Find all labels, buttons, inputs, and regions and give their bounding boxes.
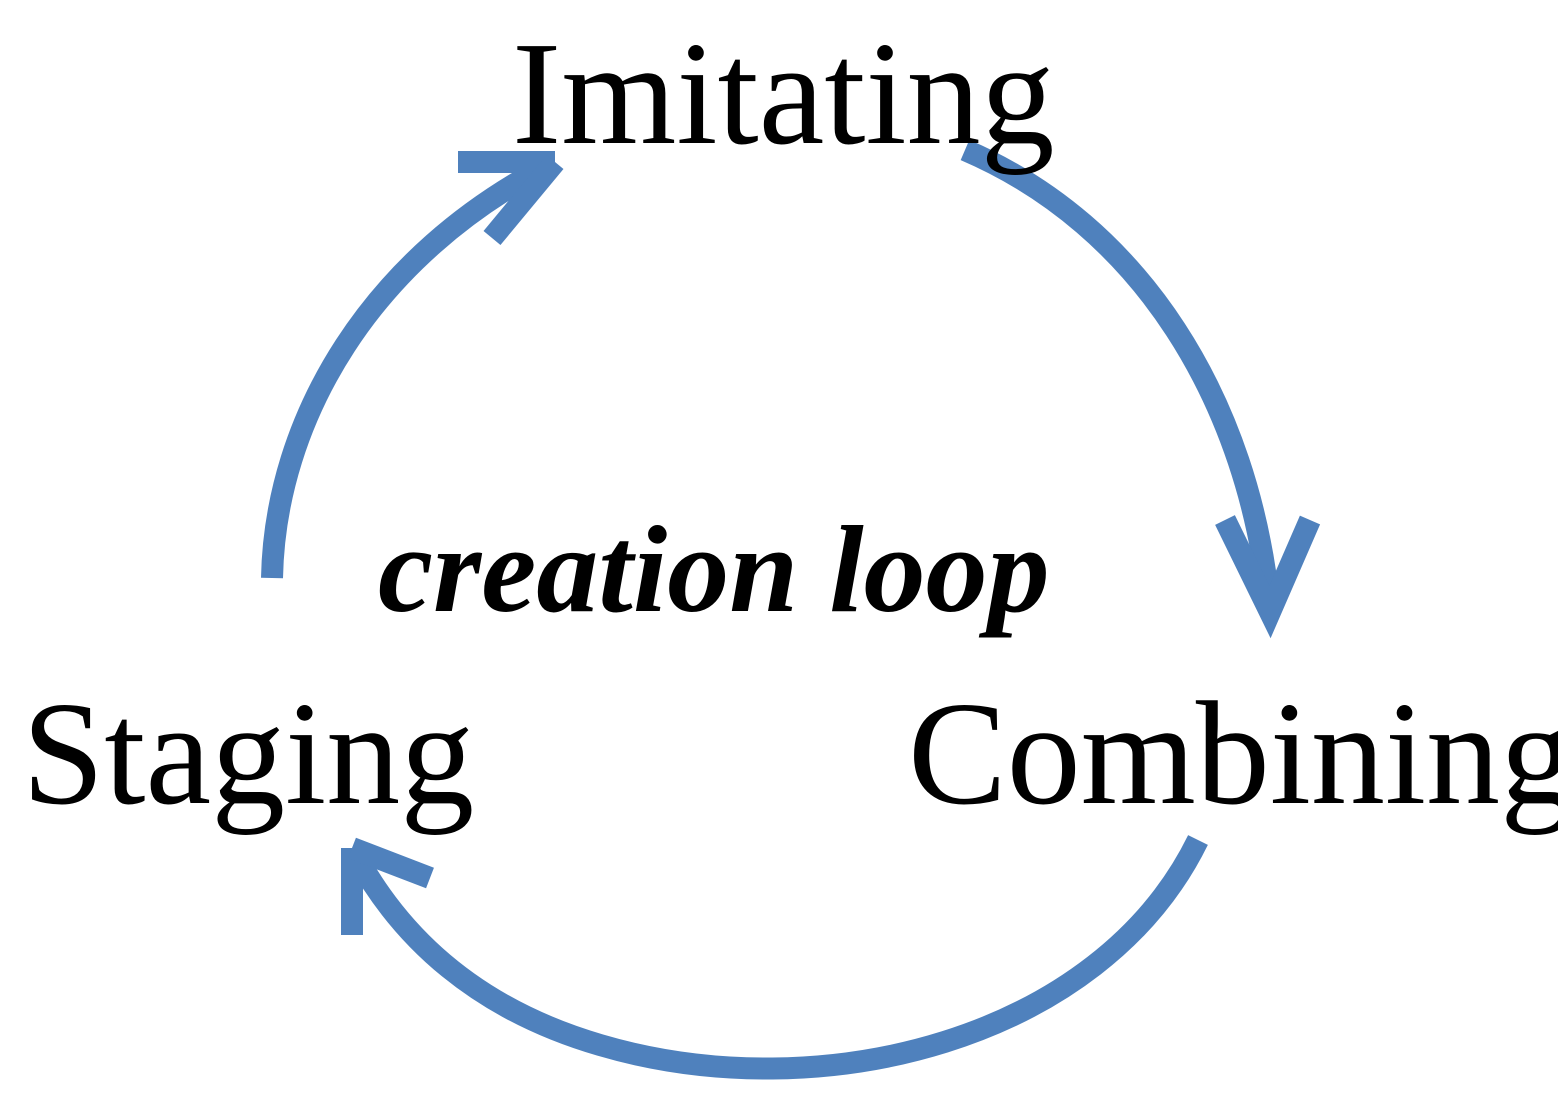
arrow-combining-to-staging	[341, 835, 1208, 1080]
node-label-combining: Combining	[908, 672, 1558, 836]
arrow-staging-to-imitating	[261, 151, 564, 579]
node-label-staging: Staging	[22, 672, 475, 836]
center-label: creation loop	[378, 501, 1050, 638]
node-label-imitating: Imitating	[512, 12, 1055, 176]
arrow-imitating-to-combining	[960, 139, 1321, 639]
